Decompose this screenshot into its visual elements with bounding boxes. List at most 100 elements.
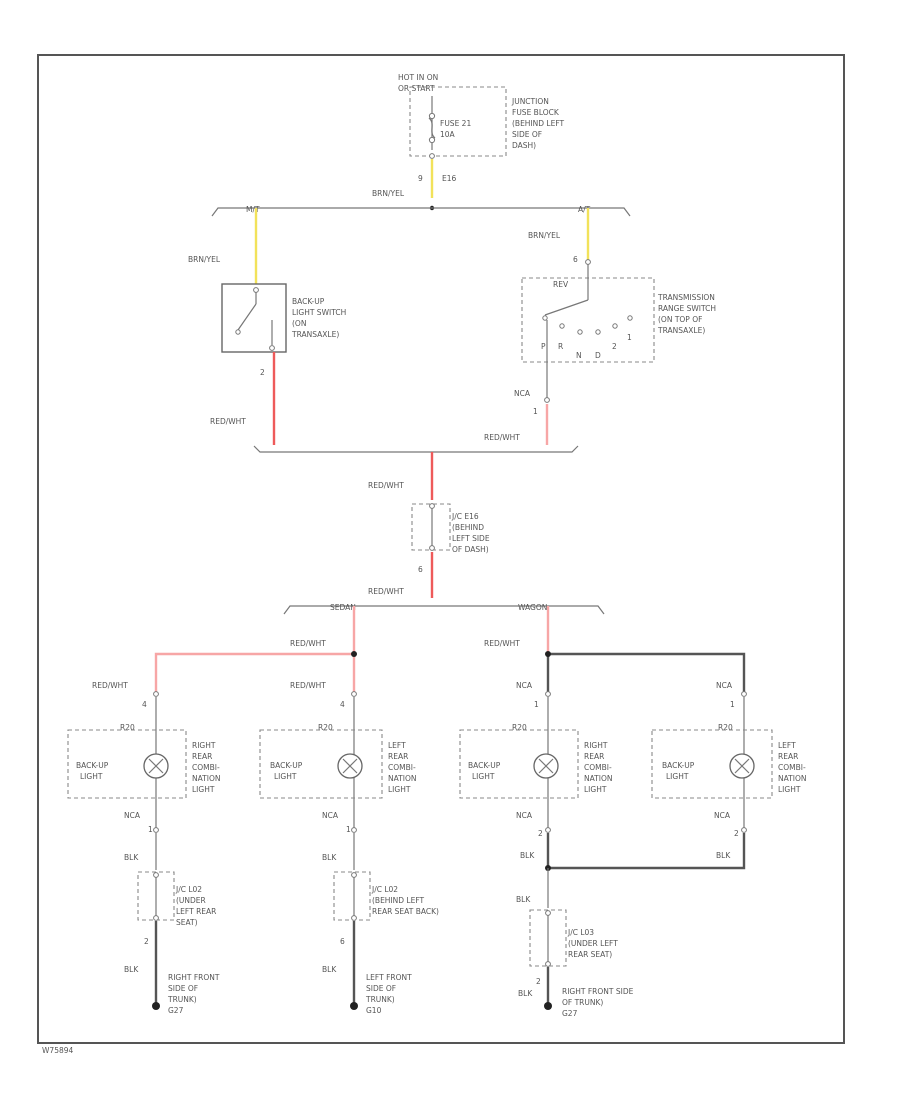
lamp4-wire-in: NCA <box>716 681 733 690</box>
lamp1-name-2: LIGHT <box>80 772 103 781</box>
range-switch-pin-out: 1 <box>533 407 538 416</box>
ground2-desc-1: LEFT FRONT <box>366 973 412 982</box>
power-source-line1: HOT IN ON <box>398 73 438 82</box>
lamp4-desc-1: LEFT <box>778 741 796 750</box>
gear-D: D <box>595 351 601 360</box>
range-switch-label-4: TRANSAXLE) <box>657 326 705 335</box>
ground3-jc-2: (UNDER LEFT <box>568 939 618 948</box>
lamp2-box <box>259 729 383 799</box>
wagon-bus-wire-left: BLK <box>520 851 535 860</box>
ground3-terminal <box>544 1002 552 1010</box>
ground1-desc-2: SIDE OF <box>168 984 198 993</box>
wire-sedan-right <box>154 652 354 692</box>
lamp3-pin-out: 2 <box>538 829 543 838</box>
lamp1-pin-in: 4 <box>142 700 147 709</box>
lamp2-conn: R20 <box>318 723 333 732</box>
backup-switch-label-1: BACK-UP <box>292 297 325 306</box>
ground2-wire-out: BLK <box>322 965 337 974</box>
gear-1: 1 <box>627 333 632 342</box>
lamp2-desc-1: LEFT <box>388 741 406 750</box>
jc-e16-pin: 6 <box>418 565 423 574</box>
lamp1-conn: R20 <box>120 723 135 732</box>
lamp1-box <box>67 729 187 799</box>
ground3-wire-out: BLK <box>518 989 533 998</box>
merge-bracket <box>253 445 579 453</box>
ground3-pin: 2 <box>536 977 541 986</box>
range-switch-label-2: RANGE SWITCH <box>658 304 716 313</box>
lamp4-wire-out: NCA <box>714 811 731 820</box>
lamp1-wire-out: NCA <box>124 811 141 820</box>
ground1-id: G27 <box>168 1006 184 1015</box>
lamp3-desc-5: LIGHT <box>584 785 607 794</box>
junction-block-line5: DASH) <box>512 141 536 150</box>
lamp2-desc-2: REAR <box>388 752 408 761</box>
ground1-jc-2: (UNDER <box>176 896 206 905</box>
wire-label-mt-out: RED/WHT <box>210 417 246 426</box>
sedan-splice-dot <box>351 651 357 657</box>
lamp2-wire-out: NCA <box>322 811 339 820</box>
diagram-frame <box>37 54 845 1044</box>
fuse-block-connector: E16 <box>442 174 457 183</box>
ground1-pin: 2 <box>144 937 149 946</box>
lamp2-desc-3: COMBI- <box>388 763 416 772</box>
wire-label-jc-in: RED/WHT <box>368 481 404 490</box>
ground2-jc-2: (BEHIND LEFT <box>372 896 425 905</box>
junction-block-line4: SIDE OF <box>512 130 542 139</box>
lamp1-desc-2: REAR <box>192 752 212 761</box>
lamp4-pin-in: 1 <box>730 700 735 709</box>
lamp2-desc-4: NATION <box>388 774 416 783</box>
ground2-jc-box <box>333 871 371 921</box>
lamp3-name-1: BACK-UP <box>468 761 501 770</box>
lamp4-desc-4: NATION <box>778 774 806 783</box>
fuse-bottom-terminal <box>428 136 436 144</box>
ground1-desc-3: TRUNK) <box>167 995 197 1004</box>
junction-block-line3: (BEHIND LEFT <box>512 119 565 128</box>
wire-label-mt-feed: BRN/YEL <box>188 255 221 264</box>
ground2-pin: 6 <box>340 937 345 946</box>
ground3-desc-2: OF TRUNK) <box>562 998 603 1007</box>
ground2-desc-3: TRUNK) <box>365 995 395 1004</box>
branch-at-label: A/T <box>578 205 591 214</box>
lamp4-desc-3: COMBI- <box>778 763 806 772</box>
lamp1-desc-1: RIGHT <box>192 741 216 750</box>
lamp4-name-2: LIGHT <box>666 772 689 781</box>
junction-fuse-block-box <box>409 86 507 157</box>
wire-label-at-mid: NCA <box>514 389 531 398</box>
wire-label-sedan-feed: RED/WHT <box>290 639 326 648</box>
wagon-bus-wire-right: BLK <box>716 851 731 860</box>
junction-block-line1: JUNCTION <box>511 97 549 106</box>
ground3-desc-1: RIGHT FRONT SIDE <box>562 987 634 996</box>
ground2-terminal <box>350 1002 358 1010</box>
ground1-jc-1: J/C L02 <box>175 885 202 894</box>
lamp1-name-1: BACK-UP <box>76 761 109 770</box>
fuse-block-pin-number: 9 <box>418 174 423 183</box>
lamp2-pin-out: 1 <box>346 825 351 834</box>
lamp2-desc-5: LIGHT <box>388 785 411 794</box>
figure-code: W75894 <box>42 1046 74 1055</box>
lamp2-name-1: BACK-UP <box>270 761 303 770</box>
gear-N: N <box>576 351 582 360</box>
lamp3-desc-4: NATION <box>584 774 612 783</box>
ground1-desc-1: RIGHT FRONT <box>168 973 220 982</box>
range-switch-label-3: (ON TOP OF <box>658 315 702 324</box>
lamp3-wire-in: NCA <box>516 681 533 690</box>
ground1-wire-out: BLK <box>124 965 139 974</box>
fuse-label-line2: 10A <box>440 130 456 139</box>
ground2-id: G10 <box>366 1006 382 1015</box>
lamp3-wire-out: NCA <box>516 811 533 820</box>
gear-P: P <box>541 342 546 351</box>
range-switch-pin-in: 6 <box>573 255 578 264</box>
lamp1-wire-in: RED/WHT <box>92 681 128 690</box>
lamp2-pin-in: 4 <box>340 700 345 709</box>
wagon-splice-dot <box>545 651 551 657</box>
range-switch-position: REV <box>553 280 569 289</box>
jc-e16-label-4: OF DASH) <box>452 545 489 554</box>
branch-wagon-label: WAGON <box>518 603 547 612</box>
jc-e16-box <box>411 503 451 551</box>
wire-wagon-ground-bus <box>546 833 746 870</box>
range-switch-contact-icon <box>544 299 589 316</box>
wire-label-power: BRN/YEL <box>372 189 405 198</box>
backup-switch-label-3: (ON <box>292 319 306 328</box>
